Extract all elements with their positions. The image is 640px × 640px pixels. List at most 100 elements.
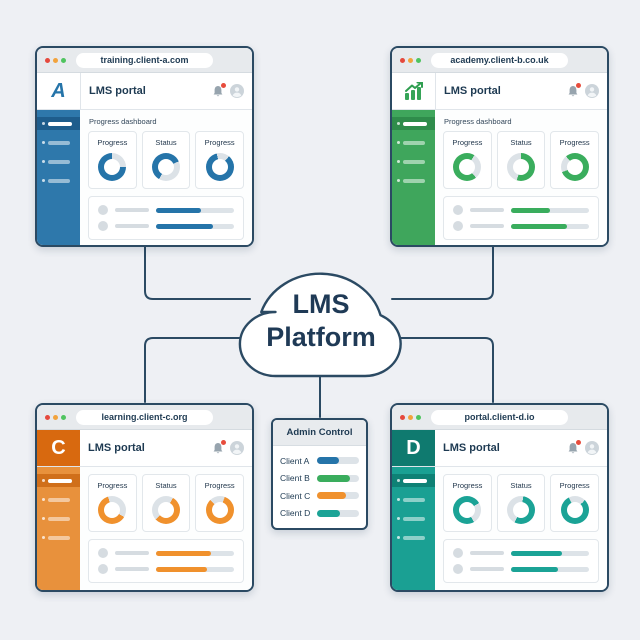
nav-item-2[interactable]	[37, 493, 80, 506]
sidebar-nav	[37, 110, 80, 245]
connector-client-a	[144, 243, 251, 300]
maximize-dot-icon[interactable]	[61, 414, 66, 420]
nav-item-4[interactable]	[392, 174, 435, 187]
card-label: Progress	[559, 138, 590, 147]
nav-item-3[interactable]	[37, 155, 80, 168]
card-label: Status	[155, 138, 177, 147]
portal-header: D LMS portal	[392, 430, 607, 467]
user-avatar-icon[interactable]	[230, 441, 244, 455]
progress-bar	[156, 550, 234, 556]
notification-bell-icon[interactable]	[212, 82, 226, 98]
client-label: Client C	[280, 490, 311, 501]
donut-chart	[152, 153, 180, 181]
sidebar-nav	[392, 110, 435, 245]
dashboard-main: Progress Status Progress	[435, 467, 607, 590]
nav-item-3[interactable]	[392, 512, 435, 525]
close-dot-icon[interactable]	[400, 414, 405, 420]
progress-bar	[511, 207, 589, 213]
card-label: Status	[155, 481, 177, 490]
stat-card: Progress	[443, 131, 492, 189]
admin-client-row: Client C	[280, 491, 359, 501]
minimize-dot-icon[interactable]	[53, 414, 58, 420]
nav-item-4[interactable]	[37, 531, 80, 544]
card-label: Progress	[452, 138, 483, 147]
cloud-shape	[240, 274, 401, 376]
nav-item-2[interactable]	[37, 136, 80, 149]
avatar	[453, 548, 463, 558]
notification-bell-icon[interactable]	[567, 82, 581, 98]
portal-title: LMS portal	[88, 442, 145, 454]
portal-title: LMS portal	[89, 85, 146, 97]
avatar	[98, 205, 108, 215]
progress-bar	[511, 223, 589, 229]
connector-client-d	[395, 337, 494, 403]
stat-card: Status	[141, 131, 191, 189]
stat-card: Progress	[195, 131, 245, 189]
stat-card: Status	[496, 474, 546, 532]
minimize-dot-icon[interactable]	[53, 57, 58, 63]
dashboard-label: Progress dashboard	[89, 117, 157, 126]
notification-dot	[221, 439, 226, 445]
list-item	[453, 564, 589, 574]
card-label: Progress	[559, 481, 590, 490]
nav-item-2[interactable]	[392, 493, 435, 506]
traffic-light-dots	[400, 48, 421, 72]
card-label: Status	[510, 481, 532, 490]
browser-chrome: learning.client-c.org	[37, 405, 252, 430]
close-dot-icon[interactable]	[45, 57, 50, 63]
maximize-dot-icon[interactable]	[416, 57, 421, 63]
client-b-logo	[392, 73, 436, 109]
avatar	[453, 221, 463, 231]
notification-bell-icon[interactable]	[212, 439, 226, 455]
nav-item-1[interactable]	[37, 474, 80, 487]
card-label: Progress	[204, 481, 235, 490]
nav-item-3[interactable]	[392, 155, 435, 168]
client-d-logo-letter: D	[406, 437, 421, 459]
close-dot-icon[interactable]	[400, 57, 405, 63]
stat-card: Progress	[550, 474, 600, 532]
donut-chart	[98, 496, 127, 524]
activity-list	[88, 196, 244, 240]
list-item	[98, 205, 234, 215]
browser-chrome: portal.client-d.io	[392, 405, 607, 430]
nav-item-2[interactable]	[392, 136, 435, 149]
list-item	[453, 221, 589, 231]
stat-card: Progress	[88, 474, 137, 532]
nav-item-4[interactable]	[37, 174, 80, 187]
client-label: Client A	[280, 455, 310, 466]
notification-bell-icon[interactable]	[567, 439, 581, 455]
nav-item-1[interactable]	[37, 117, 80, 130]
dashboard-main: Progress dashboard Progress Status Progr…	[435, 110, 607, 245]
user-avatar-icon[interactable]	[585, 441, 599, 455]
list-item	[98, 221, 234, 231]
sidebar-nav	[392, 467, 435, 590]
nav-item-1[interactable]	[392, 117, 435, 130]
dashboard-main: Progress dashboard Progress Status Progr…	[80, 110, 252, 245]
notification-dot	[576, 82, 581, 88]
address-bar[interactable]: portal.client-d.io	[430, 409, 569, 425]
maximize-dot-icon[interactable]	[416, 414, 421, 420]
cloud-title-line2: Platform	[266, 322, 376, 352]
user-avatar-icon[interactable]	[585, 84, 599, 98]
browser-window-client-a: training.client-a.com A LMS portal	[35, 46, 254, 247]
portal-header: C LMS portal	[37, 430, 252, 467]
minimize-dot-icon[interactable]	[408, 57, 413, 63]
minimize-dot-icon[interactable]	[408, 414, 413, 420]
card-label: Progress	[97, 481, 128, 490]
address-bar[interactable]: academy.client-b.co.uk	[430, 52, 569, 68]
list-item	[453, 205, 589, 215]
nav-item-1[interactable]	[392, 474, 435, 487]
donut-chart	[560, 496, 589, 524]
user-avatar-icon[interactable]	[230, 84, 244, 98]
close-dot-icon[interactable]	[45, 414, 50, 420]
address-bar[interactable]: training.client-a.com	[75, 52, 214, 68]
donut-chart	[205, 153, 234, 181]
stat-card: Status	[141, 474, 191, 532]
nav-item-3[interactable]	[37, 512, 80, 525]
donut-chart	[453, 496, 482, 524]
address-bar[interactable]: learning.client-c.org	[75, 409, 214, 425]
nav-item-4[interactable]	[392, 531, 435, 544]
maximize-dot-icon[interactable]	[61, 57, 66, 63]
portal-header: A LMS portal	[37, 73, 252, 110]
text-placeholder	[470, 567, 504, 571]
